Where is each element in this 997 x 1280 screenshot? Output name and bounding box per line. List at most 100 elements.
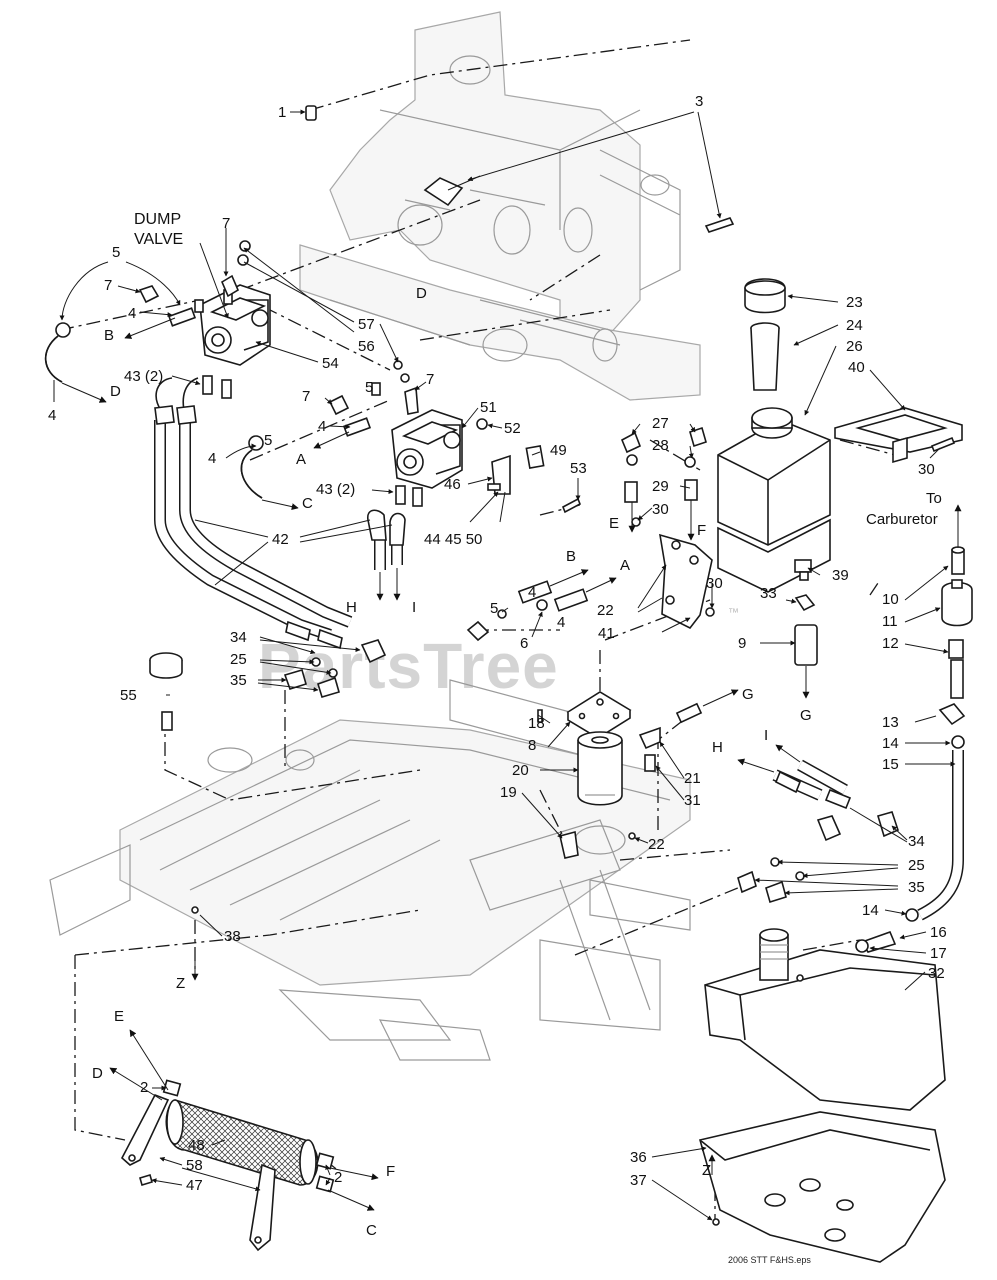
- flow-letter-lE2: E: [114, 1008, 124, 1025]
- label-to-carburetor-line2: Carburetor: [866, 511, 938, 528]
- callout-c15: 15: [882, 756, 899, 773]
- callout-leaders: [53, 109, 956, 1221]
- callout-c46: 46: [444, 476, 461, 493]
- flow-letter-lA1: A: [296, 451, 306, 468]
- label-dump-valve-line2: VALVE: [134, 231, 183, 248]
- svg-text:PartsTree: PartsTree: [258, 630, 559, 702]
- callout-c34a: 34: [230, 629, 247, 646]
- part-32-fuel-tank: [704, 928, 946, 1111]
- flow-letters: B D D A C H I E F B A G G H I Z E D F C …: [92, 285, 812, 1239]
- callout-c36: 36: [630, 1149, 647, 1166]
- callout-c7d: 7: [426, 371, 434, 388]
- callout-c44: 44 45 50: [424, 531, 482, 548]
- callout-c48: 48: [188, 1137, 205, 1154]
- part-24-strainer: [750, 322, 780, 391]
- fittings-pump-area: [55, 240, 582, 514]
- flow-letter-lC2: C: [366, 1222, 377, 1239]
- callout-c12: 12: [882, 635, 899, 652]
- callout-c32: 32: [928, 965, 945, 982]
- flow-letter-lG2: G: [800, 707, 812, 724]
- callout-c43b: 43 (2): [316, 481, 355, 498]
- part-23-reservoir-cap: [744, 278, 786, 314]
- callout-c24: 24: [846, 317, 863, 334]
- callout-c18: 18: [528, 715, 545, 732]
- callout-c29: 29: [652, 478, 669, 495]
- callout-c16: 16: [930, 924, 947, 941]
- part-38-bolt: [191, 906, 199, 914]
- flow-letter-lG1: G: [742, 686, 754, 703]
- callout-c25b: 25: [908, 857, 925, 874]
- callout-c5a: 5: [112, 244, 120, 261]
- flow-letter-lC1: C: [302, 495, 313, 512]
- callout-c37: 37: [630, 1172, 647, 1189]
- callout-c31: 31: [684, 792, 701, 809]
- callout-c26: 26: [846, 338, 863, 355]
- callout-c14a: 14: [882, 735, 899, 752]
- callout-c2a: 2: [140, 1079, 148, 1096]
- callout-c14b: 14: [862, 902, 879, 919]
- part-9-hose: [794, 594, 818, 666]
- callout-c11: 11: [882, 613, 898, 630]
- flow-letter-lF2: F: [386, 1163, 395, 1180]
- callout-c43a: 43 (2): [124, 368, 163, 385]
- callout-c4e: 4: [528, 584, 536, 601]
- part-15-fuel-hose: [905, 750, 964, 922]
- callout-c5c: 5: [264, 432, 272, 449]
- svg-text:™: ™: [728, 607, 739, 619]
- routing-lines: [59, 39, 896, 1220]
- fittings-4-5-6-center: [466, 580, 589, 642]
- part-3-bolts: [423, 175, 735, 233]
- callout-c4c: 4: [318, 418, 326, 435]
- callout-c13: 13: [882, 714, 899, 731]
- callout-c40: 40: [848, 359, 865, 376]
- part-26-hydraulic-reservoir: [717, 407, 831, 593]
- callout-c53: 53: [570, 460, 587, 477]
- fittings-18-21-31-19: [537, 702, 703, 859]
- callout-c35b: 35: [908, 879, 925, 896]
- flow-letter-lDtop: D: [416, 285, 427, 302]
- part-41-bracket: [620, 426, 715, 630]
- flow-letter-lB2: B: [566, 548, 576, 565]
- callout-c49: 49: [550, 442, 567, 459]
- file-label: 2006 STT F&HS.eps: [728, 1255, 811, 1265]
- part-55-cap: [149, 652, 183, 731]
- callout-c19: 19: [500, 784, 517, 801]
- callout-c22a: 22: [597, 602, 614, 619]
- callout-c47: 47: [186, 1177, 203, 1194]
- callout-c30a: 30: [918, 461, 935, 478]
- callout-c35a: 35: [230, 672, 247, 689]
- part-11-fuel-filter: [938, 546, 973, 749]
- label-to-carburetor-line1: To: [926, 490, 942, 507]
- watermark: PartsTree ™: [258, 607, 739, 702]
- callout-c8: 8: [528, 737, 536, 754]
- callout-c34b: 34: [908, 833, 925, 850]
- callout-c30c: 30: [706, 575, 723, 592]
- part-51-hydraulic-pump-lower: [391, 409, 463, 489]
- callout-c10: 10: [882, 591, 899, 608]
- callout-c27: 27: [652, 415, 669, 432]
- callout-c6: 6: [520, 635, 528, 652]
- flow-letter-lH2: H: [712, 739, 723, 756]
- callout-c3: 3: [695, 93, 703, 110]
- callout-c22b: 22: [648, 836, 665, 853]
- callout-c30b: 30: [652, 501, 669, 518]
- flow-letter-lB1: B: [104, 327, 114, 344]
- flow-letter-lD1: D: [110, 383, 121, 400]
- callout-c2b: 2: [334, 1169, 342, 1186]
- part-8-filter-mount: [566, 691, 632, 739]
- callout-c54: 54: [322, 355, 339, 372]
- flow-letter-lZ1: Z: [176, 975, 185, 992]
- part-20-oil-filter: [577, 731, 623, 806]
- flow-letter-lI2: I: [764, 727, 768, 744]
- label-dump-valve-line1: DUMP: [134, 211, 181, 228]
- hoses-right-H-I: [737, 759, 899, 904]
- callout-c4d: 4: [208, 450, 216, 467]
- callout-c58: 58: [186, 1157, 203, 1174]
- callout-c20: 20: [512, 762, 529, 779]
- callout-c7a: 7: [222, 215, 230, 232]
- part-36-heat-shield: [698, 1111, 946, 1263]
- callout-c38: 38: [224, 928, 241, 945]
- callout-c4b: 4: [48, 407, 56, 424]
- callout-c21: 21: [684, 770, 701, 787]
